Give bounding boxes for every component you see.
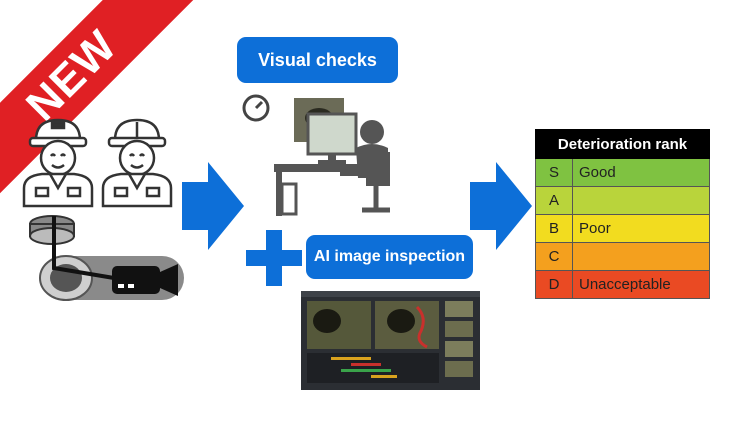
rank-label: Good bbox=[572, 158, 710, 187]
rank-code: S bbox=[535, 158, 573, 187]
rank-table-title: Deterioration rank bbox=[535, 129, 710, 159]
arrow-right-icon bbox=[182, 162, 244, 250]
ai-inspection-label: AI image inspection bbox=[306, 235, 473, 279]
desk-worker-icon bbox=[274, 98, 390, 216]
rank-row-c: C bbox=[535, 242, 710, 271]
deterioration-rank-table: Deterioration rank S Good A B Poor C D U… bbox=[535, 129, 710, 299]
pipe-camera-icon bbox=[29, 215, 184, 301]
gauge-icon bbox=[242, 94, 270, 122]
workers-icon bbox=[22, 118, 173, 208]
rank-code: C bbox=[535, 242, 573, 271]
software-screenshot bbox=[301, 291, 480, 390]
rank-row-s: S Good bbox=[535, 158, 710, 187]
plus-icon bbox=[246, 230, 302, 286]
rank-code: B bbox=[535, 214, 573, 243]
rank-row-d: D Unacceptable bbox=[535, 270, 710, 299]
rank-label: Unacceptable bbox=[572, 270, 710, 299]
rank-label bbox=[572, 242, 710, 271]
rank-row-a: A bbox=[535, 186, 710, 215]
rank-row-b: B Poor bbox=[535, 214, 710, 243]
rank-code: A bbox=[535, 186, 573, 215]
rank-code: D bbox=[535, 270, 573, 299]
rank-label: Poor bbox=[572, 214, 710, 243]
visual-checks-label: Visual checks bbox=[237, 37, 398, 83]
rank-label bbox=[572, 186, 710, 215]
arrow-right-icon-2 bbox=[470, 162, 532, 250]
